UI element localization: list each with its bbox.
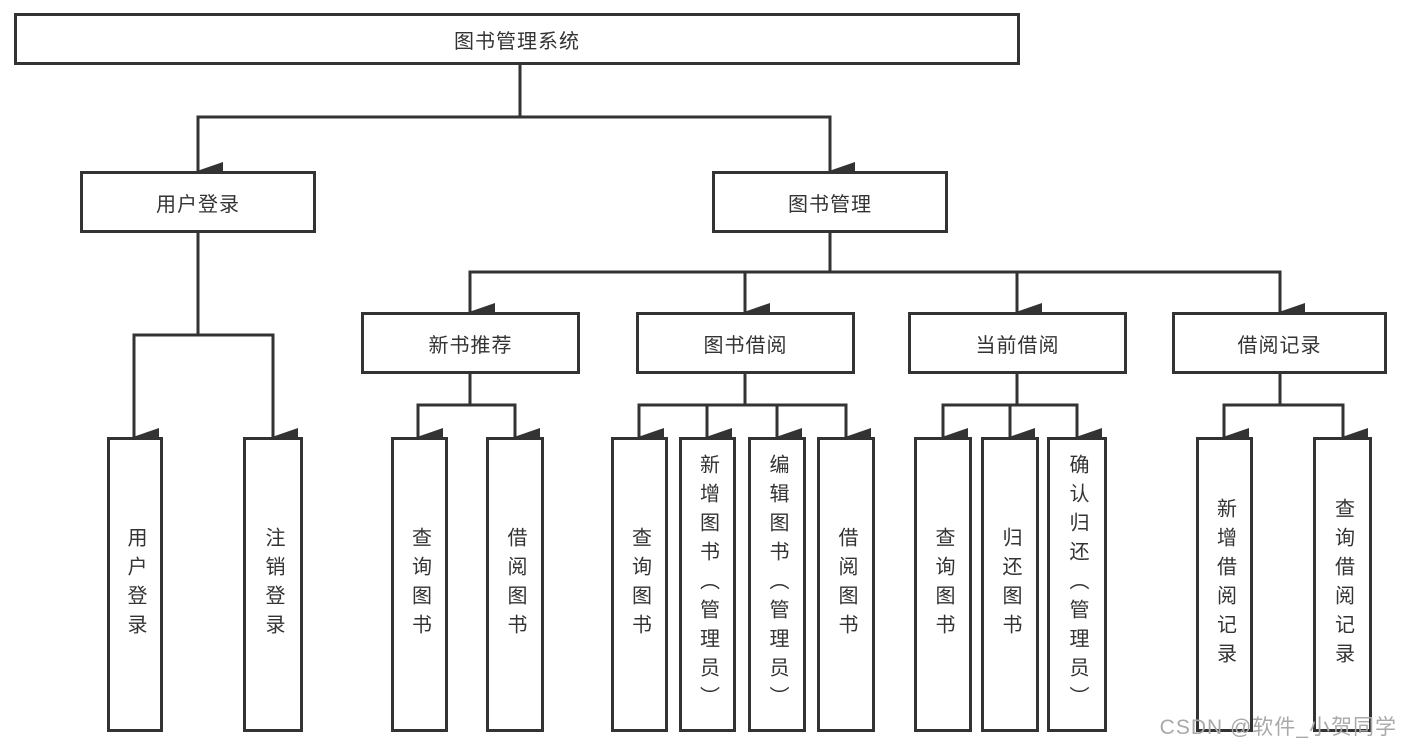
leaf-borrow-add-admin: 新增图书（管理员） <box>679 437 736 732</box>
node-book-management-label: 图书管理 <box>788 193 872 216</box>
leaf-user-login-label: 用户登录 <box>124 526 146 643</box>
leaf-current-query-label: 查询图书 <box>932 526 954 643</box>
leaf-logout: 注销登录 <box>243 437 303 732</box>
leaf-current-confirm-admin-label: 确认归还（管理员） <box>1066 454 1088 715</box>
leaf-borrow-edit-admin-label: 编辑图书（管理员） <box>766 454 788 715</box>
csdn-watermark: CSDN @软件_小贺同学 <box>1159 716 1397 739</box>
node-book-management: 图书管理 <box>712 171 948 233</box>
leaf-newbook-borrow-label: 借阅图书 <box>504 526 526 643</box>
leaf-borrow-query: 查询图书 <box>611 437 668 732</box>
node-new-book-recommend-label: 新书推荐 <box>428 334 513 357</box>
leaf-record-add-label: 新增借阅记录 <box>1213 497 1236 672</box>
leaf-record-add: 新增借阅记录 <box>1196 437 1253 732</box>
node-user-login: 用户登录 <box>80 171 316 233</box>
leaf-newbook-query: 查询图书 <box>391 437 448 732</box>
node-current-borrow: 当前借阅 <box>908 312 1127 374</box>
node-new-book-recommend: 新书推荐 <box>361 312 580 374</box>
node-book-borrow: 图书借阅 <box>636 312 855 374</box>
leaf-current-return: 归还图书 <box>981 437 1039 732</box>
node-user-login-label: 用户登录 <box>156 193 240 216</box>
leaf-borrow-query-label: 查询图书 <box>628 526 651 643</box>
node-root-label: 图书管理系统 <box>454 30 580 53</box>
node-borrow-records-label: 借阅记录 <box>1237 334 1322 357</box>
leaf-borrow-add-admin-label: 新增图书（管理员） <box>696 454 719 715</box>
leaf-borrow-edit-admin: 编辑图书（管理员） <box>748 437 806 732</box>
leaf-borrow-borrow-label: 借阅图书 <box>835 526 857 643</box>
leaf-record-query: 查询借阅记录 <box>1313 437 1372 732</box>
leaf-current-query: 查询图书 <box>914 437 972 732</box>
leaf-borrow-borrow: 借阅图书 <box>817 437 875 732</box>
node-borrow-records: 借阅记录 <box>1172 312 1387 374</box>
node-current-borrow-label: 当前借阅 <box>975 334 1060 357</box>
node-book-borrow-label: 图书借阅 <box>703 334 788 357</box>
node-root-system: 图书管理系统 <box>14 13 1020 65</box>
leaf-user-login: 用户登录 <box>107 437 163 732</box>
leaf-current-return-label: 归还图书 <box>999 526 1021 643</box>
leaf-record-query-label: 查询借阅记录 <box>1331 497 1354 672</box>
leaf-current-confirm-admin: 确认归还（管理员） <box>1047 437 1107 732</box>
leaf-newbook-query-label: 查询图书 <box>408 526 431 643</box>
leaf-newbook-borrow: 借阅图书 <box>486 437 544 732</box>
leaf-logout-label: 注销登录 <box>262 526 284 643</box>
